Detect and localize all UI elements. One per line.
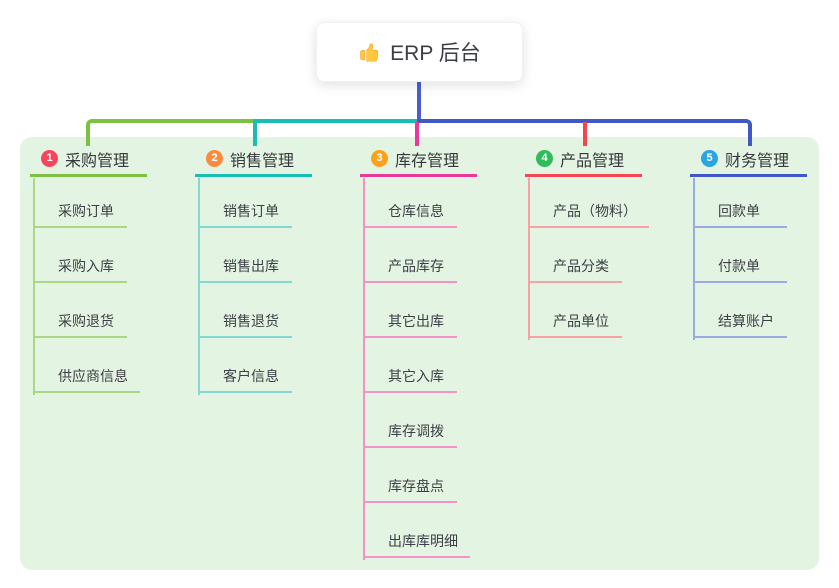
node-sales-order[interactable]: 销售订单 [198,198,292,228]
branch-finance-mgmt[interactable]: 5 财务管理 [690,146,807,177]
connector-drop-product [583,122,587,146]
spine-inventory [363,178,365,560]
node-purchase-inbound[interactable]: 采购入库 [33,253,127,283]
node-other-inbound[interactable]: 其它入库 [363,363,457,393]
branch-2-label: 销售管理 [230,152,295,170]
branch-2-badge: 2 [206,150,223,167]
thumbs-up-icon [358,41,380,63]
node-product-category[interactable]: 产品分类 [528,253,622,283]
branch-product-mgmt[interactable]: 4 产品管理 [525,146,642,177]
node-sales-return[interactable]: 销售退货 [198,308,292,338]
node-customer-info[interactable]: 客户信息 [198,363,292,393]
branches-panel [20,137,819,570]
branch-4-badge: 4 [536,150,553,167]
branch-3-badge: 3 [371,150,388,167]
spine-product [528,178,530,340]
node-product-material[interactable]: 产品（物料） [528,198,649,228]
branch-purchase-mgmt[interactable]: 1 采购管理 [30,146,147,177]
connector-bus-teal [253,119,419,146]
node-product-stock[interactable]: 产品库存 [363,253,457,283]
root-node[interactable]: ERP 后台 [316,22,523,82]
root-connector-line [417,82,421,120]
node-warehouse-info[interactable]: 仓库信息 [363,198,457,228]
branch-3-label: 库存管理 [395,152,460,170]
node-stock-count[interactable]: 库存盘点 [363,473,457,503]
node-outbound-detail[interactable]: 出库库明细 [363,528,470,558]
branch-1-label: 采购管理 [65,152,130,170]
branch-5-label: 财务管理 [725,152,790,170]
node-product-unit[interactable]: 产品单位 [528,308,622,338]
node-purchase-return[interactable]: 采购退货 [33,308,127,338]
node-receipt-doc[interactable]: 回款单 [693,198,787,228]
branch-1-badge: 1 [41,150,58,167]
connector-drop-inventory [415,122,419,146]
node-sales-outbound[interactable]: 销售出库 [198,253,292,283]
node-payment-doc[interactable]: 付款单 [693,253,787,283]
node-purchase-order[interactable]: 采购订单 [33,198,127,228]
node-settlement-account[interactable]: 结算账户 [693,308,787,338]
branch-4-label: 产品管理 [560,152,625,170]
connector-bus-blue [417,119,752,146]
branch-inventory-mgmt[interactable]: 3 库存管理 [360,146,477,177]
branch-5-badge: 5 [701,150,718,167]
node-stock-transfer[interactable]: 库存调拨 [363,418,457,448]
node-other-outbound[interactable]: 其它出库 [363,308,457,338]
spine-sales [198,178,200,395]
root-label: ERP 后台 [390,42,481,65]
connector-bus-green [86,119,253,146]
branch-sales-mgmt[interactable]: 2 销售管理 [195,146,312,177]
spine-finance [693,178,695,340]
node-supplier-info[interactable]: 供应商信息 [33,363,140,393]
spine-purchase [33,178,35,395]
